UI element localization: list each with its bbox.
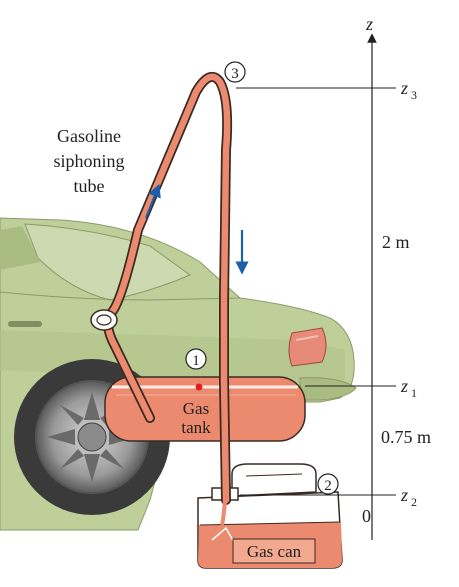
tank-label-line-2: tank (181, 418, 211, 437)
svg-text:z: z (400, 376, 408, 396)
gas-tank (104, 376, 306, 442)
svg-text:z: z (400, 78, 408, 98)
point-1-badge: 1 (185, 348, 207, 370)
dimension-upper: 2 m (382, 232, 410, 252)
filler-neck (90, 309, 118, 331)
tank-label-line-1: Gas (183, 399, 209, 418)
svg-text:2: 2 (324, 478, 332, 494)
svg-text:1: 1 (192, 353, 200, 369)
point-2-badge: 2 (317, 473, 339, 495)
tube-label-line-3: tube (74, 176, 105, 196)
car-panel-line (0, 291, 241, 301)
svg-text:2: 2 (411, 495, 417, 509)
z3-label: z 3 (400, 78, 417, 102)
car-window (24, 223, 192, 301)
dimension-lower: 0.75 m (381, 427, 431, 447)
z1-label: z 1 (400, 376, 417, 400)
svg-text:z: z (400, 485, 408, 505)
door-handle (8, 321, 42, 327)
svg-text:1: 1 (411, 386, 417, 400)
origin-zero: 0 (362, 506, 371, 526)
can-label: Gas can (247, 542, 302, 561)
z2-label: z 2 (400, 485, 417, 509)
svg-text:3: 3 (231, 66, 239, 82)
z-axis-label: z (365, 14, 373, 34)
hub (77, 422, 107, 452)
z-axis (236, 33, 396, 540)
gas-can-label: Gas can (232, 538, 316, 564)
siphon-tube (90, 71, 233, 526)
svg-text:3: 3 (411, 88, 417, 102)
tail-light (288, 327, 327, 367)
point-3-badge: 3 (224, 61, 246, 83)
flow-up-arrow (144, 183, 161, 219)
fuel-stream (220, 499, 227, 526)
car-roof-shade (0, 226, 40, 270)
point-1-marker (195, 383, 203, 391)
bumper (299, 377, 357, 401)
tube-label-line-2: siphoning (53, 151, 124, 171)
tube-label-line-1: Gasoline (57, 126, 121, 146)
